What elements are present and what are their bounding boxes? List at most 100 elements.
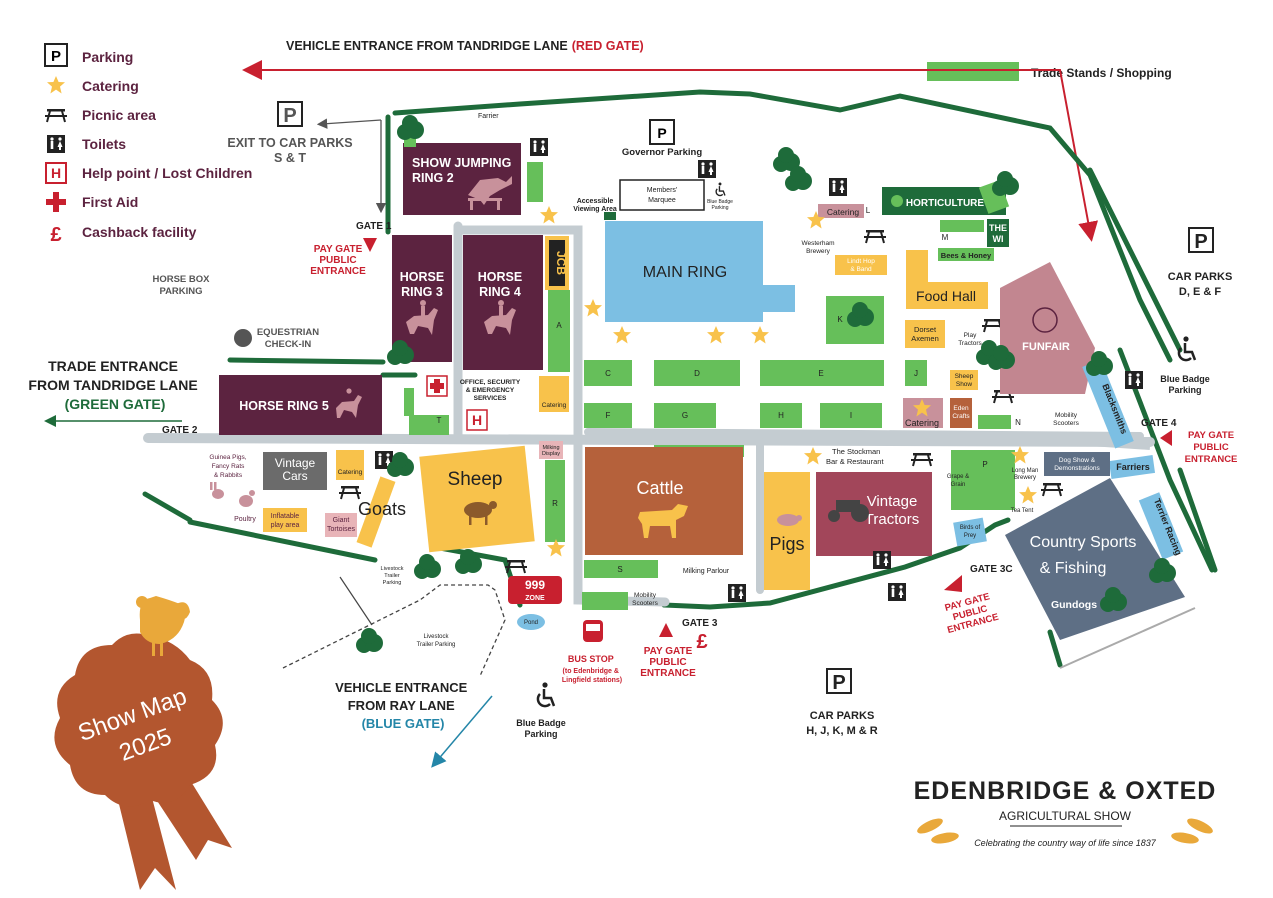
toilets-icon	[698, 160, 716, 178]
cow-icon	[638, 504, 688, 538]
plot-mobility	[582, 592, 628, 610]
picnic-icon	[863, 229, 887, 244]
bees-honey-plot	[938, 248, 994, 261]
999-zone: 999 ZONE	[508, 576, 562, 604]
picnic-icon	[1040, 482, 1064, 497]
svg-text:THE: THE	[989, 223, 1007, 233]
svg-text:F: F	[606, 411, 611, 420]
legend: P Parking Catering Picnic area Toilets H…	[44, 43, 1172, 246]
first-aid-post	[426, 375, 448, 397]
toilets-icon	[530, 138, 548, 156]
svg-text:Marquee: Marquee	[648, 197, 676, 204]
svg-text:Guinea Pigs,Fancy Rats& Rabbit: Guinea Pigs,Fancy Rats& Rabbits	[209, 454, 246, 479]
svg-text:G: G	[682, 411, 688, 420]
plot-H	[760, 403, 802, 428]
funfair: FUNFAIR	[1000, 262, 1095, 394]
gate2-label: GATE 2	[162, 425, 198, 436]
accessible-viewing-area	[604, 212, 616, 220]
boundary-fence	[1059, 607, 1196, 669]
roads	[143, 221, 1155, 607]
svg-text:RING 4: RING 4	[479, 285, 521, 299]
gate4-marker	[1160, 430, 1172, 446]
plot-G	[654, 403, 716, 428]
dog-show	[1044, 452, 1110, 476]
svg-text:Members': Members'	[647, 187, 678, 194]
trade-stands-swatch	[927, 62, 1019, 81]
red-gate-entrance: VEHICLE ENTRANCE FROM TANDRIDGE LANE(RED…	[242, 39, 1099, 242]
chicken-icon	[239, 490, 255, 507]
farrier-label: Farrier	[478, 113, 499, 120]
legend-toilets-label: Toilets	[82, 136, 126, 152]
plot-E	[760, 360, 884, 386]
wheat-icon	[917, 818, 1213, 844]
cattle-pen: Cattle	[585, 447, 743, 555]
svg-text:P: P	[283, 105, 296, 127]
svg-text:I: I	[850, 411, 852, 420]
plot-S	[584, 560, 658, 578]
svg-text:K: K	[837, 315, 843, 324]
svg-text:M: M	[942, 233, 949, 242]
help-point-icon: H	[45, 162, 67, 184]
brand-logo: EDENBRIDGE & OXTED AGRICULTURAL SHOW Cel…	[914, 777, 1217, 848]
the-wi: THE WI	[987, 219, 1009, 247]
toilets-icon	[829, 178, 847, 196]
svg-text:HORSE RING 5: HORSE RING 5	[239, 399, 329, 413]
gate1-marker	[363, 238, 377, 252]
wheelchair-icon	[715, 181, 726, 197]
pigs-pen: Pigs	[764, 472, 810, 590]
svg-text:EDENBRIDGE & OXTED: EDENBRIDGE & OXTED	[914, 777, 1217, 805]
svg-text:Gundogs: Gundogs	[1051, 599, 1097, 611]
plot-T	[409, 415, 449, 435]
gate4-label: GATE 4	[1141, 418, 1177, 429]
equestrian-checkin-icon	[234, 329, 252, 347]
sheep-pen: Sheep	[419, 445, 535, 553]
picnic-icon	[504, 559, 528, 574]
legend-parking-label: Parking	[82, 49, 133, 65]
picnic-icon	[338, 485, 362, 500]
svg-text:HORTICULTURE: HORTICULTURE	[906, 198, 984, 209]
legend-catering-label: Catering	[82, 78, 139, 94]
cashback-icon: £	[696, 631, 707, 653]
governor-parking-label: Governor Parking	[622, 147, 702, 158]
pig-icon	[777, 514, 802, 526]
bees-honey-label: Bees & Honey	[941, 251, 992, 260]
eden-crafts	[950, 398, 972, 428]
plot-A	[548, 290, 570, 372]
trade-plot-ring2	[527, 162, 543, 202]
gate3c-marker	[944, 575, 962, 592]
plot-R	[545, 460, 565, 542]
red-gate-text: VEHICLE ENTRANCE FROM TANDRIDGE LANE(RED…	[286, 39, 644, 53]
horse-ring-4: HORSE RING 4	[463, 235, 543, 370]
trade-entrance-label: TRADE ENTRANCE FROM TANDRIDGE LANE (GREE…	[28, 358, 201, 412]
svg-text:Country Sports: Country Sports	[1030, 534, 1137, 551]
svg-text:L: L	[866, 206, 871, 215]
plot-I	[820, 403, 882, 428]
svg-text:Goats: Goats	[358, 499, 406, 519]
plot-small-t	[404, 388, 414, 416]
svg-text:Dog Show &Demonstrations: Dog Show &Demonstrations	[1054, 457, 1100, 472]
picnic-icon	[44, 108, 68, 123]
svg-text:Pond: Pond	[524, 620, 538, 626]
svg-text:Food Hall: Food Hall	[916, 288, 976, 304]
svg-text:C: C	[605, 369, 611, 378]
svg-text:D: D	[694, 369, 700, 378]
svg-text:Tractors: Tractors	[865, 511, 919, 528]
